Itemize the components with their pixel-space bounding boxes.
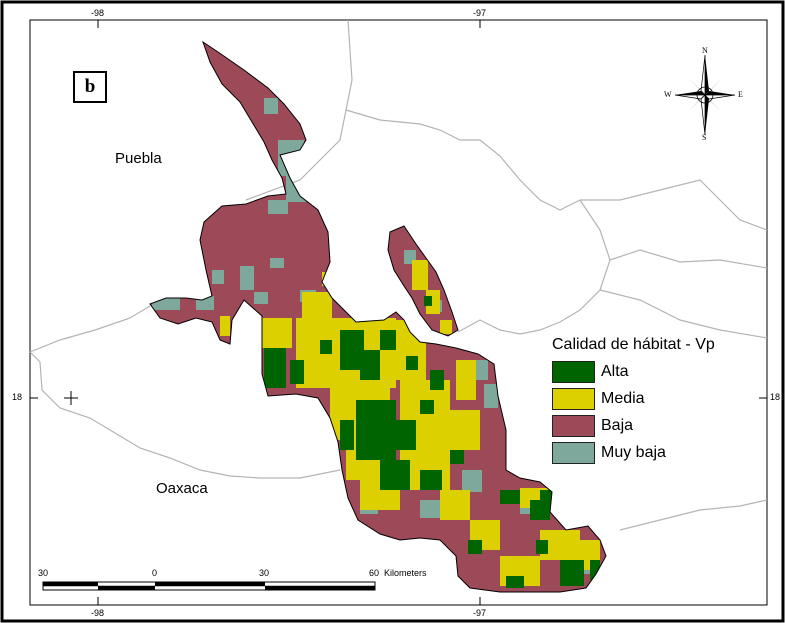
graticule-label-top-left: -98 <box>91 8 105 18</box>
graticule-label-bottom-right: -97 <box>473 608 487 618</box>
graticule-label-bottom-left: -98 <box>91 608 105 618</box>
region-label-puebla: Puebla <box>115 150 162 167</box>
legend-label-muy-baja: Muy baja <box>601 443 666 461</box>
compass-letter-s: S <box>702 133 707 142</box>
state-boundaries <box>29 19 768 531</box>
legend-swatch-muy-baja <box>552 441 595 464</box>
legend-swatch-baja <box>552 414 595 437</box>
legend: Calidad de hábitat - Vp Alta Media Baja … <box>552 336 762 466</box>
scale-tick-2: 30 <box>259 568 270 578</box>
compass-letter-n: N <box>702 46 708 55</box>
legend-item-baja: Baja <box>552 412 762 439</box>
legend-label-baja: Baja <box>601 416 634 434</box>
legend-swatch-alta <box>552 360 595 383</box>
region-label-oaxaca: Oaxaca <box>156 480 208 497</box>
graticule-label-right: 18 <box>770 392 781 402</box>
scale-unit: Kilometers <box>384 568 427 578</box>
graticule-label-left: 18 <box>12 392 23 402</box>
legend-title: Calidad de hábitat - Vp <box>552 336 715 353</box>
scale-tick-3: 60 <box>369 568 380 578</box>
panel-label: b <box>73 71 107 103</box>
legend-item-alta: Alta <box>552 358 762 385</box>
reserve-outline <box>149 40 607 593</box>
scale-tick-1: 0 <box>152 568 158 578</box>
legend-item-media: Media <box>552 385 762 412</box>
graticule-label-top-right: -97 <box>473 8 487 18</box>
scale-tick-0: 30 <box>38 568 49 578</box>
legend-label-media: Media <box>601 389 645 407</box>
compass-icon <box>674 54 736 136</box>
compass-letter-e: E <box>738 90 743 99</box>
legend-label-alta: Alta <box>601 362 629 380</box>
scale-bar <box>42 581 376 591</box>
legend-swatch-media <box>552 387 595 410</box>
compass-letter-w: W <box>664 90 672 99</box>
legend-item-muy-baja: Muy baja <box>552 439 762 466</box>
